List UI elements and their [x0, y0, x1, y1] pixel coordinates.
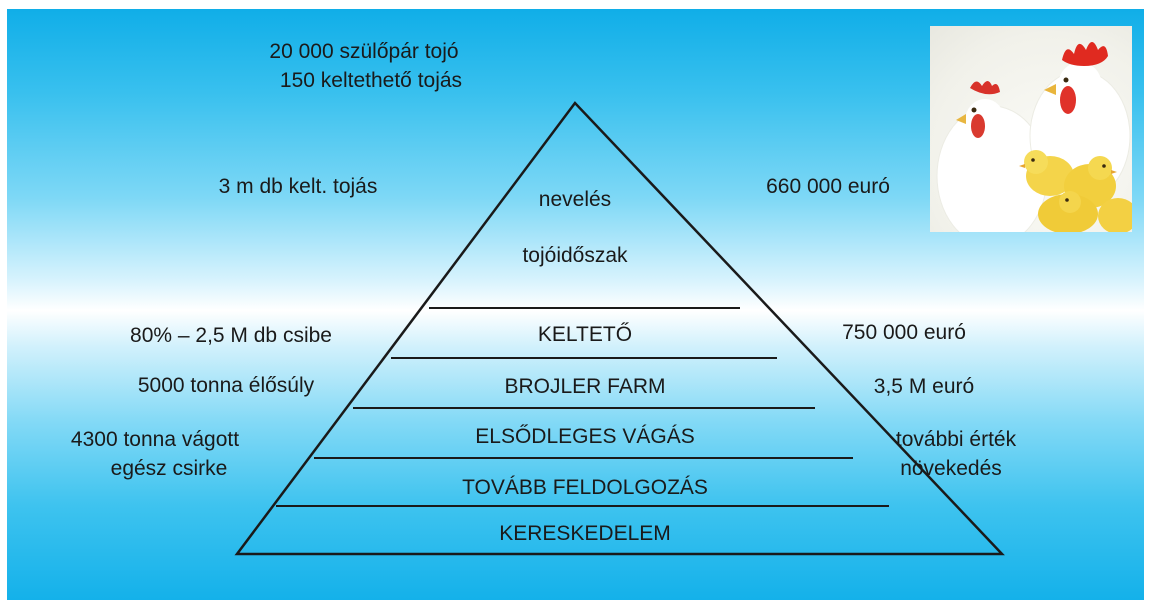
pyramid-level-further-processing: TOVÁBB FELDOLGOZÁS — [462, 476, 708, 499]
diagram-stage: 20 000 szülőpár tojó 150 keltethető tojá… — [7, 9, 1144, 600]
pyramid-apex-label-laying-period: tojóidőszak — [522, 244, 628, 267]
chicken-photo-icon — [930, 26, 1132, 232]
chicken-illustration — [936, 42, 1132, 232]
pyramid-level-retail: KERESKEDELEM — [499, 522, 671, 545]
top-label-hatching-eggs: 150 keltethető tojás — [280, 69, 462, 92]
left-label-chicks: 80% – 2,5 M db csibe — [130, 324, 332, 347]
right-label-value-more-line1: további érték — [896, 428, 1017, 451]
left-label-carcass-line2: egész csirke — [111, 457, 228, 480]
left-label-carcass-line1: 4300 tonna vágott — [71, 428, 239, 451]
top-label-parent-hens: 20 000 szülőpár tojó — [269, 40, 458, 63]
right-label-value-hatchery: 750 000 euró — [842, 321, 966, 344]
left-label-hatching-eggs: 3 m db kelt. tojás — [219, 175, 378, 198]
poultry-pyramid-diagram: 20 000 szülőpár tojó 150 keltethető tojá… — [71, 40, 1017, 556]
left-label-live-weight: 5000 tonna élősúly — [138, 374, 315, 397]
pyramid-level-hatchery: KELTETŐ — [538, 323, 632, 346]
pyramid-apex-label-rearing: nevelés — [539, 188, 611, 211]
right-label-value-parent: 660 000 euró — [766, 175, 890, 198]
pyramid-level-broiler-farm: BROJLER FARM — [504, 375, 665, 398]
right-label-value-more-line2: növekedés — [900, 457, 1002, 480]
right-label-value-farm: 3,5 M euró — [874, 375, 974, 398]
pyramid-outline — [234, 101, 1005, 556]
pyramid-level-primary-slaughter: ELSŐDLEGES VÁGÁS — [475, 425, 694, 448]
